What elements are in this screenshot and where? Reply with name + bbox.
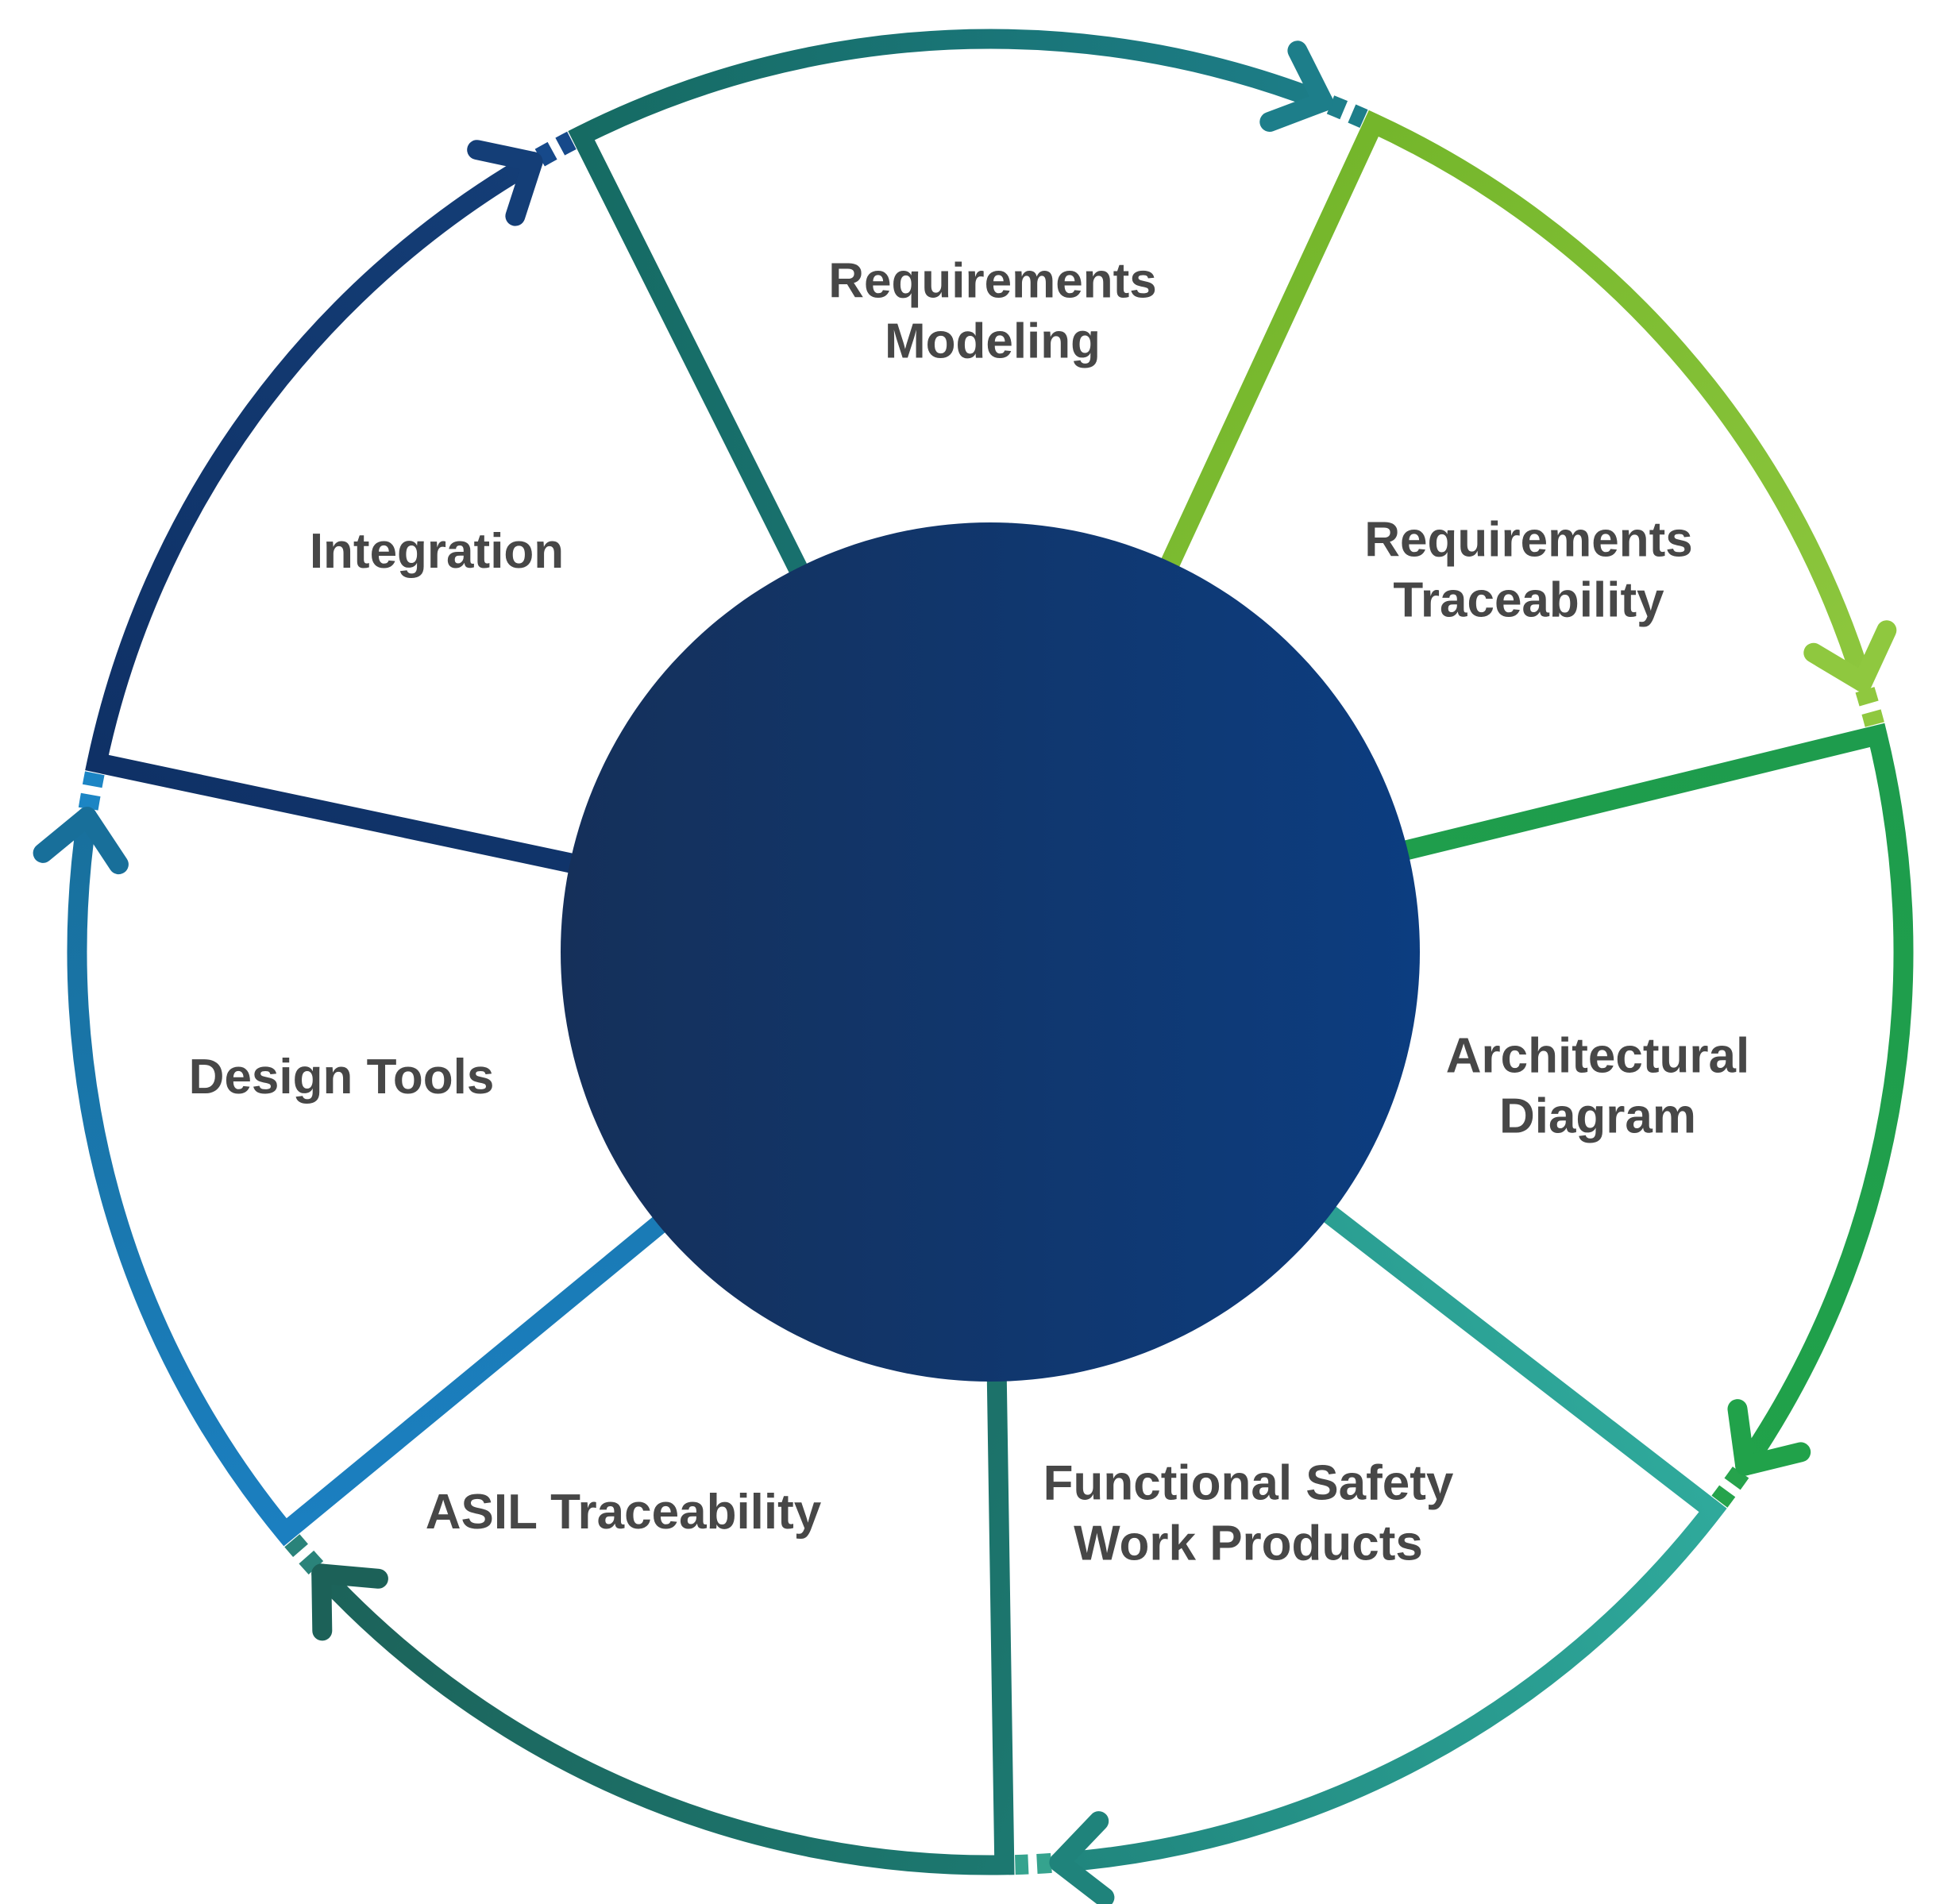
segment-dash-requirements-traceability-2 (1861, 709, 1884, 727)
segment-arc-asil-traceability (311, 1359, 1015, 1875)
segment-dash-architectural-diagram-2 (1711, 1485, 1736, 1508)
segment-dash-architectural-diagram-1 (1724, 1467, 1749, 1490)
arrowhead-icon-asil-traceability (311, 1563, 388, 1641)
segment-label-design-tools: Design Tools (188, 1050, 495, 1105)
segment-label-architectural-diagram: Architectural Diagram (1445, 1028, 1750, 1143)
segment-dash-asil-traceability-2 (284, 1534, 308, 1557)
segment-dash-functional-safety-work-products-2 (1015, 1854, 1029, 1875)
segment-label-integration: Integration (309, 524, 565, 580)
segment-dash-design-tools-2 (82, 771, 105, 788)
segment-arc-architectural-diagram (1385, 723, 1914, 1476)
arrowhead-icon-requirements-traceability (1803, 620, 1897, 692)
arrowhead-icon-integration (467, 140, 543, 226)
center-circle (561, 522, 1420, 1382)
segment-arc-requirements-modeling (568, 29, 1333, 590)
segment-label-requirements-modeling: Requirements Modeling (828, 253, 1157, 368)
segment-label-functional-safety-work-products: Functional Safety Work Products (1043, 1455, 1454, 1571)
segment-arc-integration (85, 152, 592, 876)
segment-dash-integration-1 (534, 141, 557, 167)
segment-arc-requirements-traceability (1155, 110, 1873, 692)
arrowhead-icon-design-tools (33, 807, 129, 875)
arrowhead-icon-functional-safety-work-products (1049, 1811, 1115, 1904)
segment-label-requirements-traceability: Requirements Traceability (1364, 512, 1693, 627)
arrowhead-icon-architectural-diagram (1727, 1399, 1811, 1476)
segment-dash-requirements-modeling-1 (1326, 95, 1348, 120)
segment-dash-requirements-traceability-1 (1855, 687, 1879, 707)
segment-dash-integration-2 (555, 131, 577, 156)
segment-dash-design-tools-1 (78, 792, 101, 811)
segment-label-asil-traceability: ASIL Traceability (425, 1485, 822, 1540)
segment-dash-asil-traceability-1 (299, 1550, 324, 1575)
segment-arc-functional-safety-work-products (1049, 1197, 1727, 1873)
arrowhead-icon-requirements-modeling (1259, 40, 1333, 132)
segment-dash-requirements-modeling-2 (1348, 104, 1368, 129)
segment-dash-functional-safety-work-products-1 (1036, 1852, 1052, 1874)
segment-arc-design-tools (67, 807, 679, 1547)
